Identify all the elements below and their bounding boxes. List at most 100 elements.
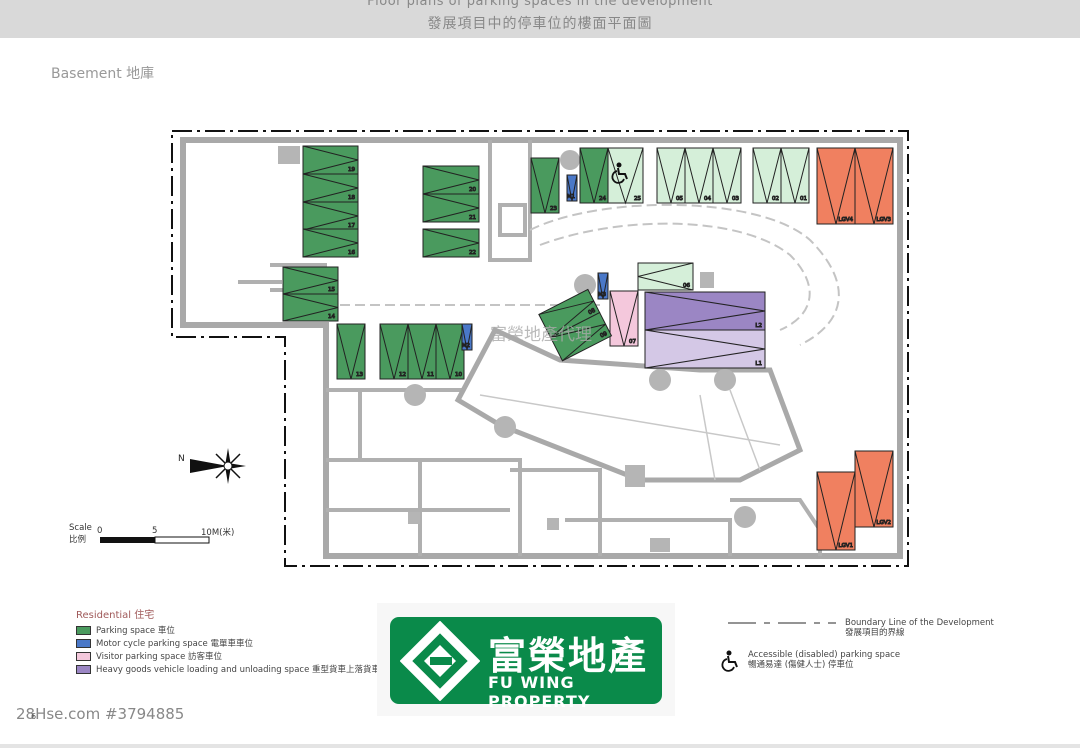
visitor-space: 07 (609, 290, 639, 347)
scale: Scale 比例 0 5 10M(米) (69, 523, 234, 545)
scale-tick-0: 0 (97, 526, 103, 536)
columns (278, 146, 756, 552)
boundary-legend-zh: 發展項目的界線 (845, 628, 905, 638)
space-number: M2 (462, 343, 470, 349)
parking-space: 03 (712, 147, 742, 204)
bottom-rule (0, 744, 1080, 748)
parking-space: 15 (282, 266, 339, 295)
parking-space: 02 (752, 147, 782, 204)
space-number: 20 (469, 187, 476, 193)
scale-label-zh: 比例 (69, 535, 87, 545)
plan-overlay-text: 富榮地產代理 (490, 325, 592, 345)
page-number: 6 (31, 712, 37, 721)
legend-item: Visitor parking space 訪客車位 (76, 651, 389, 664)
parking-space: 21 (422, 193, 480, 223)
boundary-legend: Boundary Line of the Development 發展項目的界線 (845, 618, 994, 638)
space-number: 01 (800, 196, 807, 202)
parking-space: 18 (302, 173, 359, 203)
accessible-icon-plan (611, 162, 628, 184)
boundary-line (171, 130, 909, 567)
parking-space: 17 (302, 201, 359, 231)
brand-card: 富榮地產 FU WING PROPERTY (390, 617, 662, 711)
space-number: 09 (599, 331, 608, 340)
space-number: 24 (599, 196, 606, 202)
accessible-legend: Accessible (disabled) parking space 暢通易達… (748, 650, 900, 670)
space-number: 03 (732, 196, 739, 202)
scale-tick-5: 5 (152, 526, 158, 536)
space-number: 16 (348, 250, 355, 256)
space-number: M1 (567, 194, 575, 200)
lgv-space: LGV4 (816, 147, 856, 225)
goods-space: L2 (644, 291, 766, 331)
space-number: LGV4 (838, 217, 853, 223)
motorcycle-space: M3 (597, 272, 609, 300)
header-title-en: Floor plans of parking spaces in the dev… (367, 0, 713, 9)
space-number: 25 (634, 196, 641, 202)
space-number: 11 (427, 372, 434, 378)
space-number: 02 (772, 196, 779, 202)
space-number: LGV2 (876, 520, 891, 526)
scale-label-en: Scale (69, 523, 92, 533)
parking-space: 14 (282, 293, 339, 322)
legend-item: Motor cycle parking space 電單車車位 (76, 638, 389, 651)
lgv-space: LGV1 (816, 471, 856, 551)
space-number: 23 (550, 206, 557, 212)
lgv-space: LGV2 (854, 450, 894, 528)
boundary-legend-en: Boundary Line of the Development (845, 618, 994, 628)
space-number: 15 (328, 287, 335, 293)
parking-space: 05 (656, 147, 686, 204)
header-title-zh: 發展項目中的停車位的樓面平面圖 (427, 16, 653, 32)
legend-swatch-parking (76, 626, 91, 635)
parking-space: 12 (379, 323, 409, 380)
space-number: L2 (755, 323, 762, 329)
parking-space: 20 (422, 165, 480, 195)
legend-swatch-visitor (76, 652, 91, 661)
motorcycle-space: M2 (461, 323, 473, 351)
legend: Residential 住宅 Parking space 車位 Motor cy… (76, 606, 389, 677)
space-number: 08 (588, 308, 597, 317)
space-number: M3 (598, 292, 607, 298)
space-number: 10 (455, 372, 462, 378)
space-number: 13 (356, 372, 363, 378)
north-arrow (190, 448, 246, 484)
parking-space: 16 (302, 228, 359, 258)
brand-mark-icon (400, 621, 480, 701)
scale-tick-10: 10M(米) (201, 528, 235, 538)
parking-space: 24 (579, 147, 609, 204)
space-number: 12 (399, 372, 406, 378)
space-number: 17 (348, 223, 355, 229)
motorcycle-space: M1 (566, 174, 578, 202)
lgv-space: LGV3 (854, 147, 894, 225)
watermark: 28Hse.com #3794885 (16, 705, 185, 723)
brand-logo: 富榮地產 FU WING PROPERTY (377, 603, 675, 716)
brand-name-en: FU WING PROPERTY (488, 673, 591, 711)
space-number: 07 (629, 339, 636, 345)
parking-space: 09 (549, 311, 613, 362)
parking-space: 04 (684, 147, 714, 204)
space-number: 06 (683, 283, 690, 289)
space-number: LGV1 (838, 543, 853, 549)
parking-space: 10 (435, 323, 465, 380)
accessible-icon-legend (721, 650, 738, 672)
accessible-space: 25 (607, 147, 644, 205)
legend-item: Heavy goods vehicle loading and unloadin… (76, 664, 389, 677)
space-number: 05 (676, 196, 683, 202)
parking-space: 13 (336, 323, 366, 380)
parking-space: 01 (780, 147, 810, 204)
scale-bar (100, 536, 210, 544)
goods-space: L1 (644, 329, 766, 369)
space-number: 04 (704, 196, 711, 202)
space-number: 14 (328, 314, 335, 320)
parking-space: 11 (407, 323, 437, 380)
ramp (454, 326, 804, 483)
space-number: 22 (469, 250, 476, 256)
space-number: L1 (755, 361, 762, 367)
ramp-lines (479, 389, 781, 481)
accessible-legend-zh: 暢通易達 (傷健人士) 停車位 (748, 660, 854, 670)
space-number: 21 (469, 215, 476, 221)
legend-swatch-motorcycle (76, 639, 91, 648)
parking-space: 22 (422, 228, 480, 258)
space-number: 18 (348, 195, 355, 201)
legend-item: Parking space 車位 (76, 625, 389, 638)
